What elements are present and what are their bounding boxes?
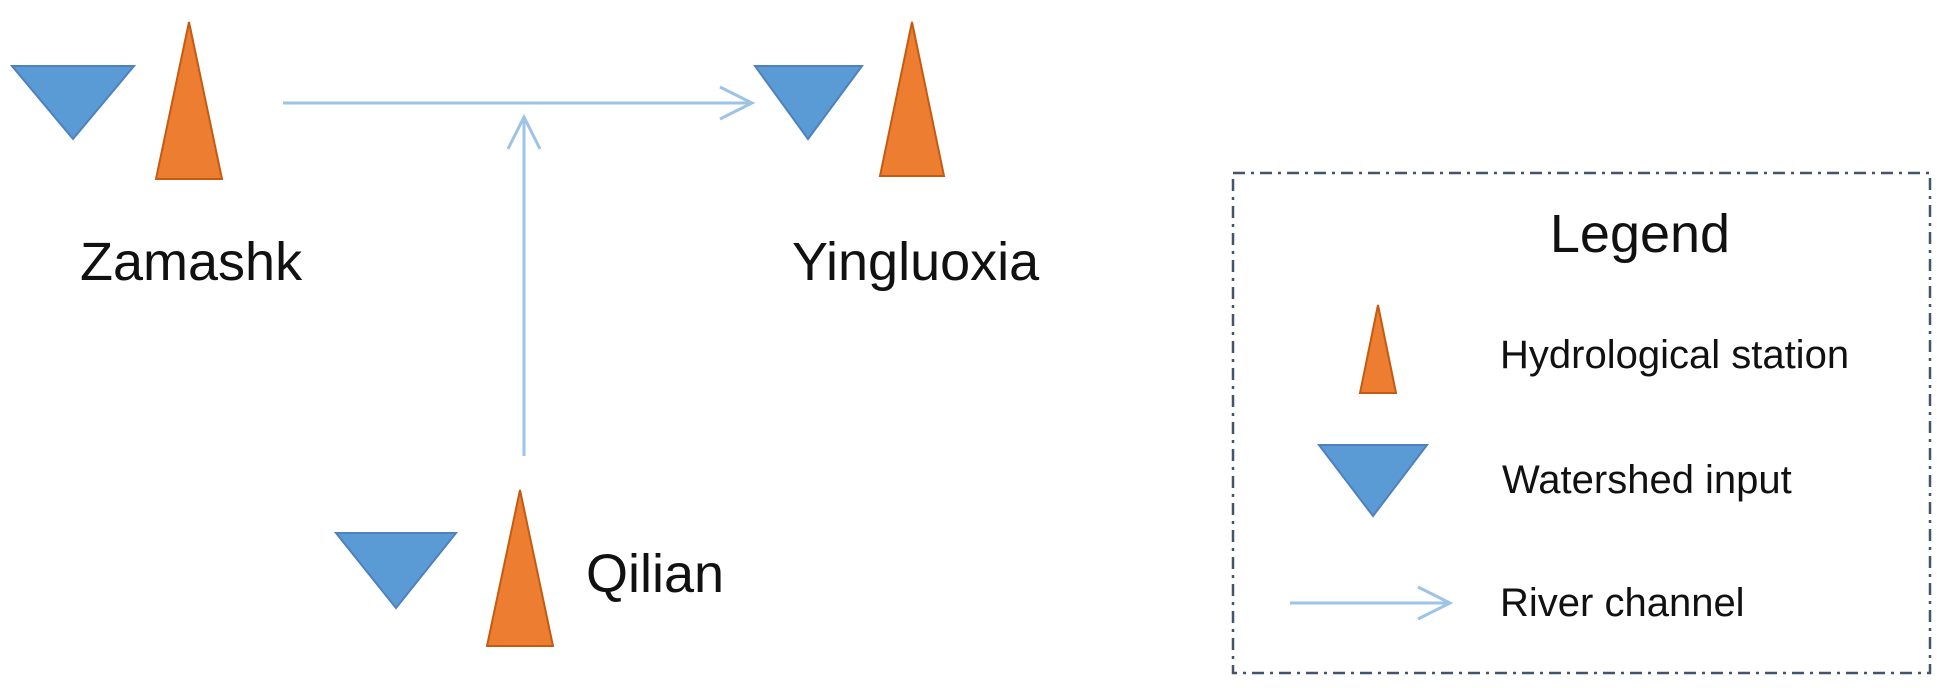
station-label-qilian: Qilian (586, 544, 724, 604)
legend-title: Legend (1550, 204, 1730, 264)
station-yingluoxia: Yingluoxia (753, 21, 1040, 292)
legend-label: River channel (1500, 581, 1745, 625)
legend-border (1231, 171, 1932, 675)
legend-item-watershed-input: Watershed input (1316, 444, 1792, 518)
station-label-zamashk: Zamashk (80, 232, 303, 292)
river-channels (283, 85, 756, 456)
legend-item-river-channel: River channel (1290, 581, 1745, 625)
legend-item-hydrological-station: Hydrological station (1358, 304, 1849, 394)
hydrological-station-icon (878, 21, 946, 177)
legend-label: Watershed input (1502, 458, 1792, 502)
legend-label: Hydrological station (1500, 333, 1849, 377)
station-qilian: Qilian (333, 489, 724, 647)
station-label-yingluoxia: Yingluoxia (792, 232, 1040, 292)
orange-triangle-icon (1358, 304, 1398, 394)
blue-inverted-triangle-icon (1316, 444, 1430, 518)
watershed-input-icon (753, 65, 864, 141)
watershed-input-icon (333, 532, 459, 610)
hydrological-station-icon (154, 21, 224, 180)
station-zamashk: Zamashk (9, 21, 303, 292)
legend: Legend Hydrological station Watershed in… (1231, 171, 1932, 675)
hydrological-station-icon (485, 489, 555, 647)
watershed-input-icon (9, 65, 137, 141)
